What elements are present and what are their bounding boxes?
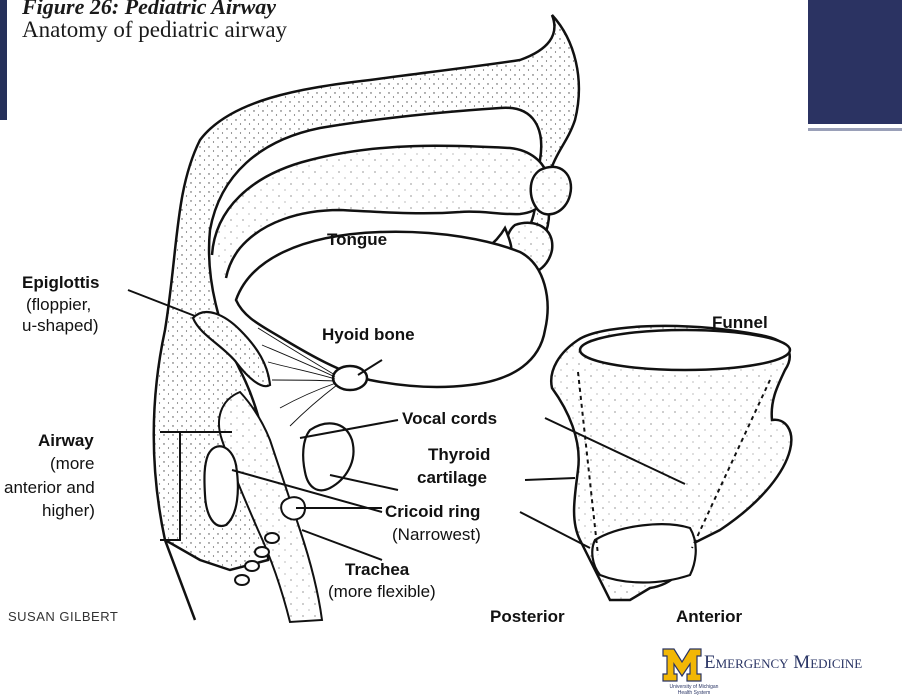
label-funnel: Funnel <box>712 313 768 332</box>
illustrator-credit: SUSAN GILBERT <box>8 609 118 624</box>
label-anterior: Anterior <box>676 607 743 626</box>
funnel-top-opening <box>580 330 790 370</box>
label-thyroid-cartilage: cartilage <box>417 468 487 487</box>
label-trachea: Trachea <box>345 560 410 579</box>
label-trachea-note: (more flexible) <box>328 582 436 601</box>
label-posterior: Posterior <box>490 607 565 626</box>
logo-subtext: University of Michigan Health System <box>664 684 724 696</box>
tongue-body <box>236 232 548 387</box>
logo-subtext-line-2: Health System <box>664 690 724 696</box>
label-airway-note-1: (more <box>50 454 94 473</box>
block-m-icon <box>662 648 702 682</box>
hyoid-bone-shape <box>333 366 367 390</box>
label-cricoid-note: (Narrowest) <box>392 525 481 544</box>
label-vocal-cords: Vocal cords <box>402 409 497 428</box>
label-epiglottis: Epiglottis <box>22 273 99 292</box>
nasal-lobe-upper <box>531 167 571 215</box>
logo-text: Emergency Medicine <box>704 652 862 674</box>
label-tongue: Tongue <box>327 230 387 249</box>
emergency-medicine-logo: Emergency Medicine University of Michiga… <box>662 644 902 698</box>
funnel-cricoid-ring <box>592 524 695 582</box>
label-epiglottis-note-2: u-shaped) <box>22 316 99 335</box>
label-airway: Airway <box>38 431 94 450</box>
label-cricoid-ring: Cricoid ring <box>385 502 480 521</box>
label-airway-note-2: anterior and <box>4 478 95 497</box>
label-airway-note-3: higher) <box>42 501 95 520</box>
label-thyroid: Thyroid <box>428 445 490 464</box>
label-epiglottis-note-1: (floppier, <box>26 295 91 314</box>
cricoid-back <box>204 446 237 526</box>
label-hyoid-bone: Hyoid bone <box>322 325 415 344</box>
